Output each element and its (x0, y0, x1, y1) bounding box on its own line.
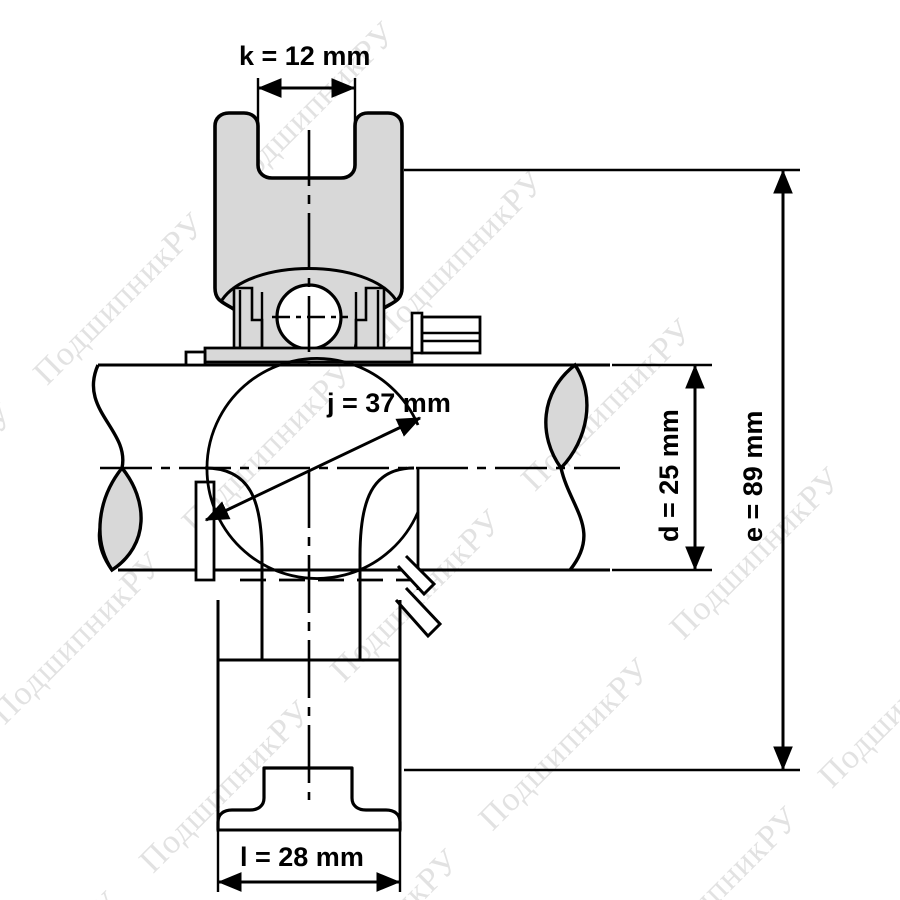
shaft-right-break-lens (544, 362, 589, 471)
bearing-housing-section (184, 111, 482, 367)
dimension-e: e = 89 mm (404, 168, 800, 772)
dimension-label-e: e = 89 mm (738, 411, 768, 542)
locking-screw-marks (394, 554, 443, 639)
j-dimension-arrow (204, 416, 422, 522)
watermark-text: ПодшипникРУ (0, 545, 170, 731)
dimension-j: j = 37 mm (204, 357, 451, 580)
watermark-text: ПодшипникРУ (0, 397, 22, 583)
dimension-label-k: k = 12 mm (239, 41, 370, 71)
shaft-left-break-lens (98, 465, 143, 573)
dimension-label-l: l = 28 mm (240, 842, 364, 872)
dimension-label-j: j = 37 mm (326, 388, 451, 418)
watermark-text: ПодшипникРУ (472, 651, 658, 837)
watermark-text: ПодшипникРУ (0, 885, 128, 900)
grease-nipple (410, 311, 482, 355)
housing-base-ledge (184, 350, 207, 367)
dimension-label-d: d = 25 mm (654, 409, 684, 542)
watermark-text: ПодшипникРУ (811, 609, 900, 795)
watermark-text: ПодшипникРУ (620, 800, 806, 900)
dimension-l: l = 28 mm (216, 818, 402, 892)
dimension-d: d = 25 mm (612, 363, 712, 572)
dimension-k: k = 12 mm (239, 41, 370, 128)
